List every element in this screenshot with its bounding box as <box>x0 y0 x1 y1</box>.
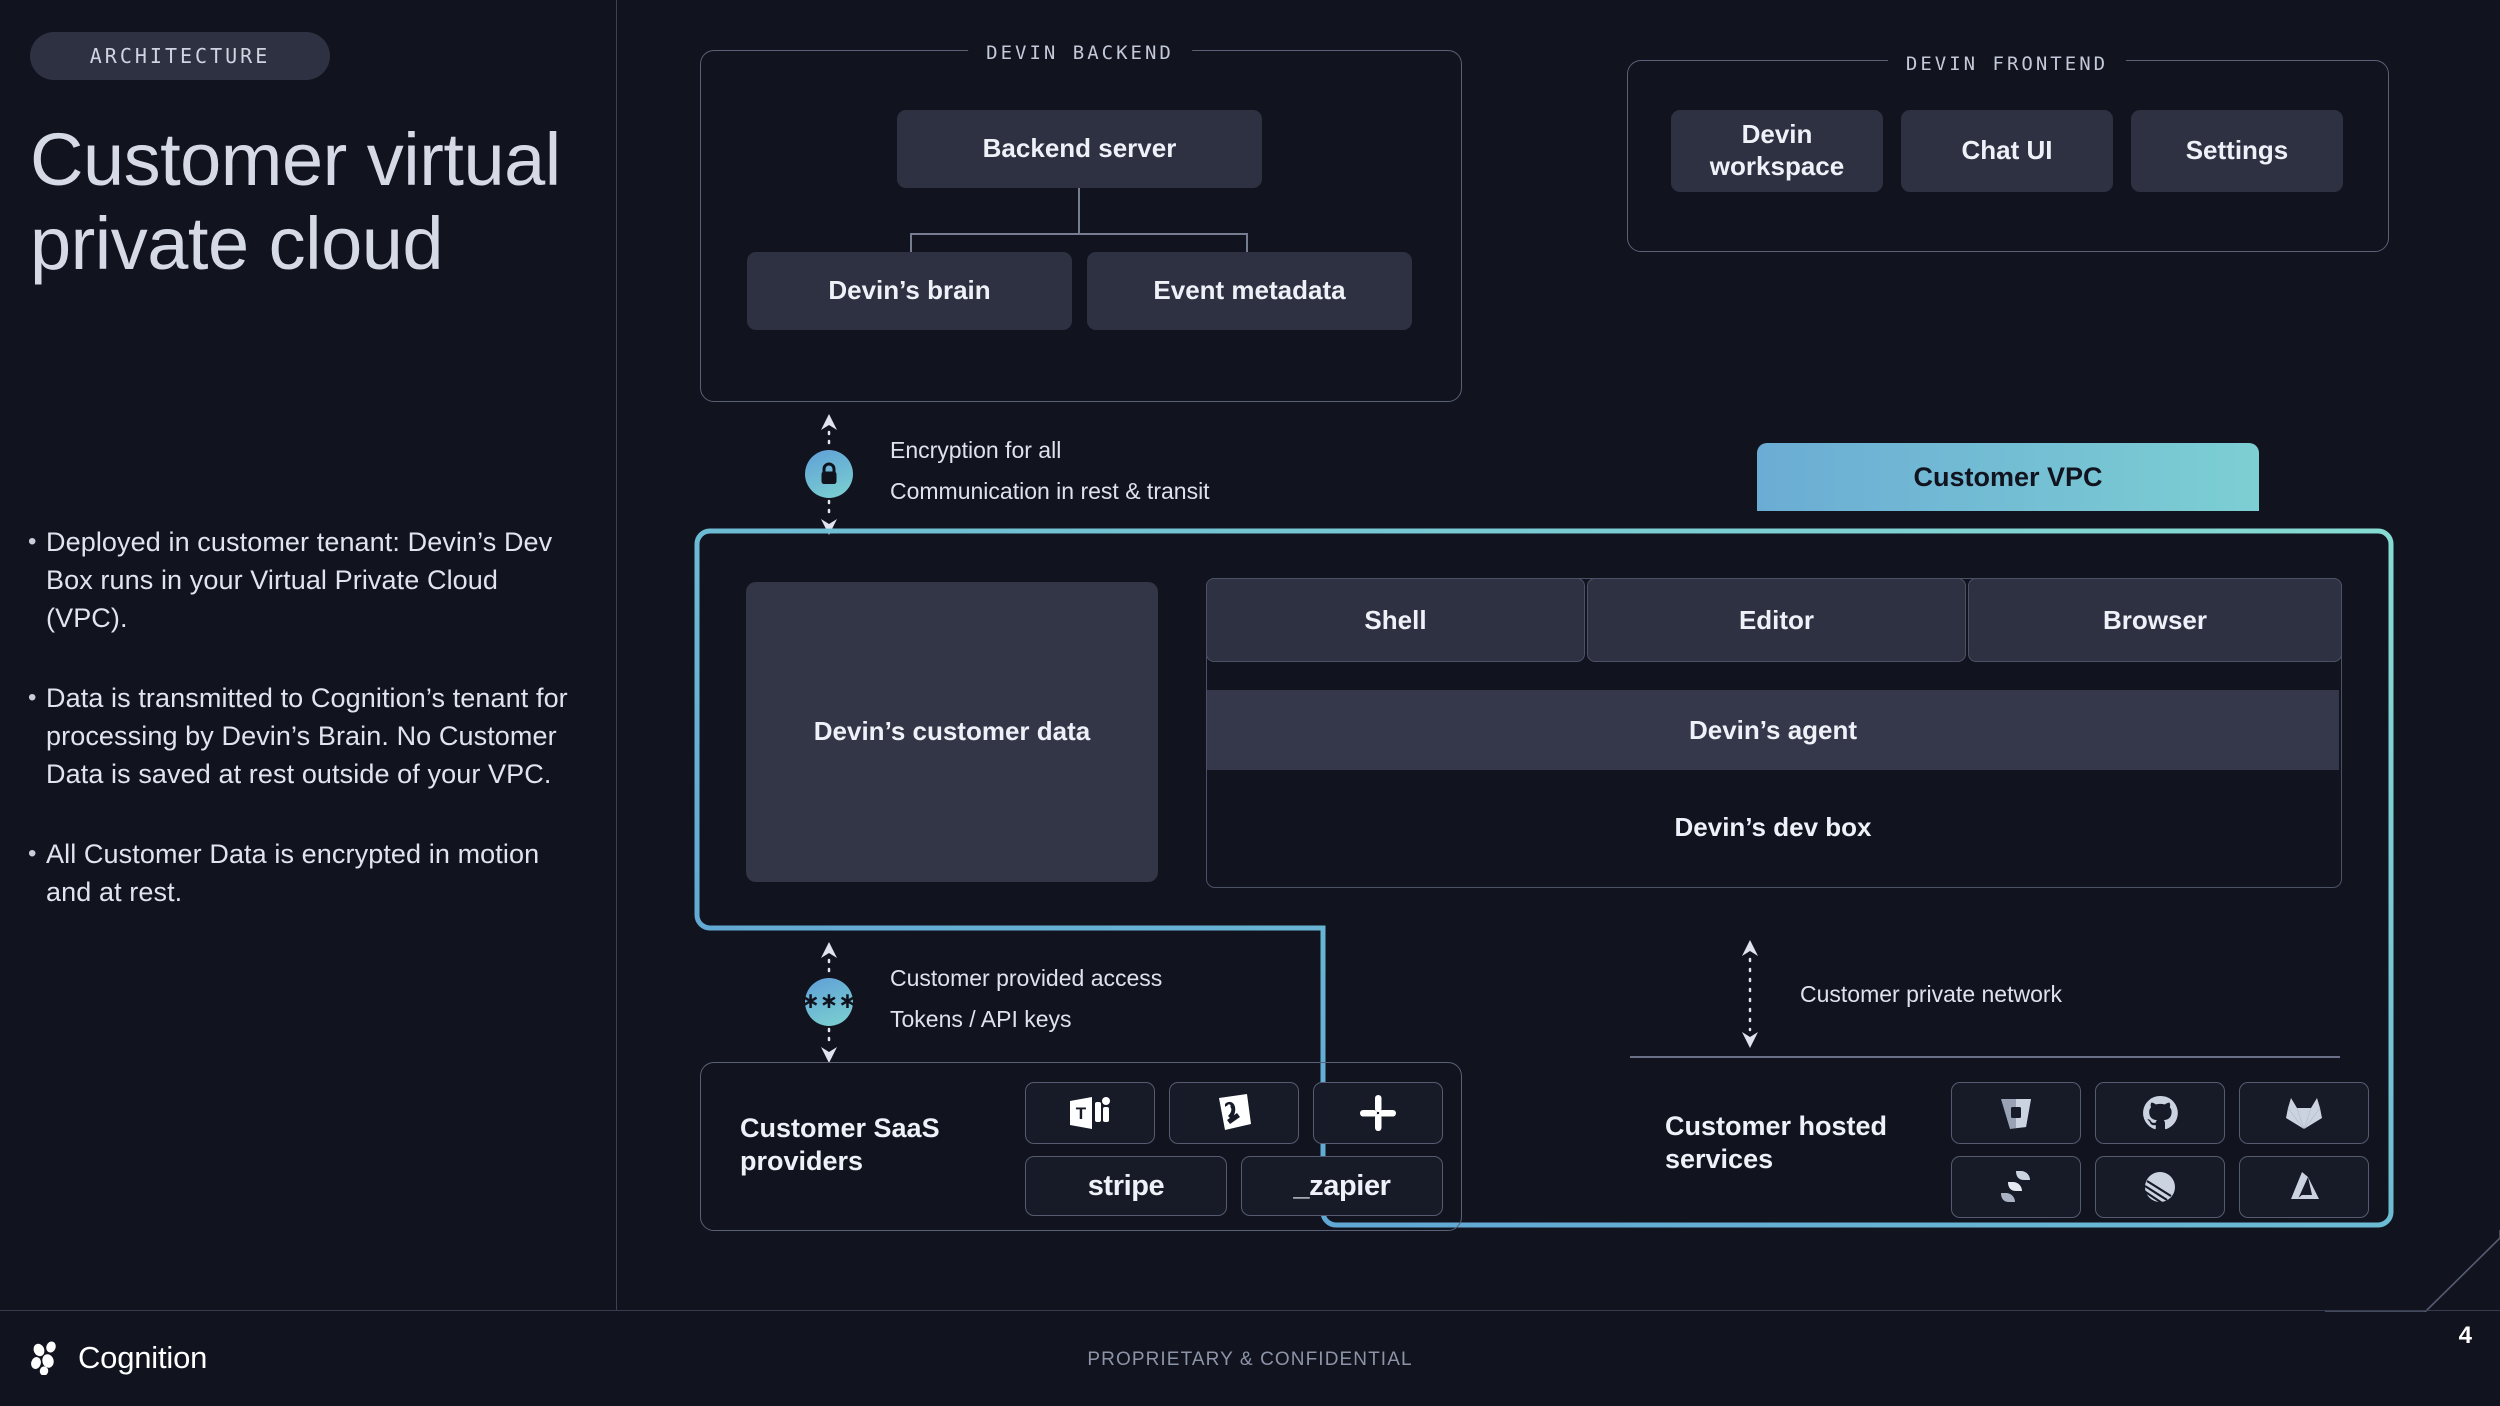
footer-divider <box>0 1310 2500 1311</box>
dotted-arrow-icon <box>821 414 837 535</box>
node-devin-workspace[interactable]: Devin workspace <box>1671 110 1883 192</box>
page-title: Customer virtual private cloud <box>30 118 561 285</box>
tab-shell[interactable]: Shell <box>1206 578 1585 662</box>
node-devins-brain[interactable]: Devin’s brain <box>747 252 1072 330</box>
list-item: • Data is transmitted to Cognition’s ten… <box>28 679 568 793</box>
panel-divider <box>616 0 617 1310</box>
node-settings[interactable]: Settings <box>2131 110 2343 192</box>
connector-branch-left <box>910 233 912 253</box>
stripe-wordmark: stripe <box>1087 1169 1165 1202</box>
customer-hosted-label: Customer hosted services <box>1665 1111 1888 1174</box>
jira-logo[interactable] <box>1951 1156 2081 1218</box>
microsoft-teams-logo[interactable]: T <box>1025 1082 1155 1144</box>
devin-backend-group <box>700 50 1462 402</box>
page-number: 4 <box>2458 1322 2472 1349</box>
customer-vpc-tab: Customer VPC <box>1757 443 2259 511</box>
slack-logo[interactable] <box>1313 1082 1443 1144</box>
dotted-arrow-icon <box>821 942 837 1063</box>
panel-customer-data: Devin’s customer data <box>746 582 1158 882</box>
bitbucket-logo[interactable] <box>1951 1082 2081 1144</box>
annotation-access: ∗∗∗ Customer provided access Tokens / AP… <box>801 940 1162 1070</box>
zapier-logo[interactable]: _zapier <box>1241 1156 1443 1216</box>
cognition-logo-icon <box>31 1341 56 1375</box>
datadog-logo[interactable] <box>1169 1082 1299 1144</box>
devin-frontend-legend: DEVIN FRONTEND <box>1887 53 2127 75</box>
eyebrow-label: ARCHITECTURE <box>89 44 271 68</box>
svg-text:T: T <box>1076 1104 1087 1123</box>
connector-horizontal <box>910 233 1247 235</box>
eyebrow-pill: ARCHITECTURE <box>30 32 330 80</box>
list-item: • Deployed in customer tenant: Devin’s D… <box>28 523 568 637</box>
row-devins-dev-box: Devin’s dev box <box>1674 811 1872 842</box>
tab-browser[interactable]: Browser <box>1968 578 2342 662</box>
bullet-list: • Deployed in customer tenant: Devin’s D… <box>28 523 568 953</box>
zapier-wordmark: _zapier <box>1293 1169 1391 1202</box>
corner-chamfer-decoration <box>2325 1230 2500 1312</box>
annotation-private-network: Customer private network <box>1735 938 2062 1055</box>
connector-vertical <box>1078 188 1080 234</box>
annotation-line-1: Customer private network <box>1800 981 2063 1007</box>
customer-saas-label: Customer SaaS providers <box>740 1113 940 1176</box>
devin-backend-legend: DEVIN BACKEND <box>968 42 1192 64</box>
tab-editor[interactable]: Editor <box>1587 578 1966 662</box>
annotation-encryption: Encryption for all Communication in rest… <box>805 412 1210 542</box>
annotation-line-1: Customer provided access <box>890 965 1163 991</box>
dotted-arrow-icon <box>1742 940 1758 1048</box>
confidential-notice: PROPRIETARY & CONFIDENTIAL <box>1087 1349 1413 1370</box>
row-devins-agent[interactable]: Devin’s agent <box>1207 690 2339 770</box>
asterisks-icon: ∗∗∗ <box>801 978 857 1026</box>
gitlab-logo[interactable] <box>2239 1082 2369 1144</box>
node-chat-ui[interactable]: Chat UI <box>1901 110 2113 192</box>
list-item-text: Deployed in customer tenant: Devin’s Dev… <box>46 527 553 633</box>
bullet-marker: • <box>28 528 37 555</box>
sentry-logo[interactable] <box>2095 1156 2225 1218</box>
azure-devops-logo[interactable] <box>2239 1156 2369 1218</box>
list-item-text: All Customer Data is encrypted in motion… <box>46 839 540 907</box>
asterisks-glyph: ∗∗∗ <box>801 988 857 1013</box>
panel-customer-data-label: Devin’s customer data <box>813 716 1091 747</box>
list-item: • All Customer Data is encrypted in moti… <box>28 835 568 911</box>
brand-lockup: Cognition <box>30 1340 207 1376</box>
bullet-marker: • <box>28 684 37 711</box>
brand-name: Cognition <box>78 1340 208 1375</box>
hosted-services-divider <box>1630 1056 2340 1058</box>
lock-icon <box>805 450 853 498</box>
annotation-line-1: Encryption for all <box>890 437 1062 463</box>
connector-branch-right <box>1246 233 1248 253</box>
node-event-metadata[interactable]: Event metadata <box>1087 252 1412 330</box>
annotation-line-2: Communication in rest & transit <box>890 478 1210 504</box>
annotation-line-2: Tokens / API keys <box>890 1006 1072 1032</box>
bullet-marker: • <box>28 840 37 867</box>
github-logo[interactable] <box>2095 1082 2225 1144</box>
stripe-logo[interactable]: stripe <box>1025 1156 1227 1216</box>
left-panel: ARCHITECTURE Customer virtual private cl… <box>0 0 617 1310</box>
node-backend-server[interactable]: Backend server <box>897 110 1262 188</box>
customer-saas-group <box>700 1062 1462 1231</box>
list-item-text: Data is transmitted to Cognition’s tenan… <box>46 683 568 789</box>
